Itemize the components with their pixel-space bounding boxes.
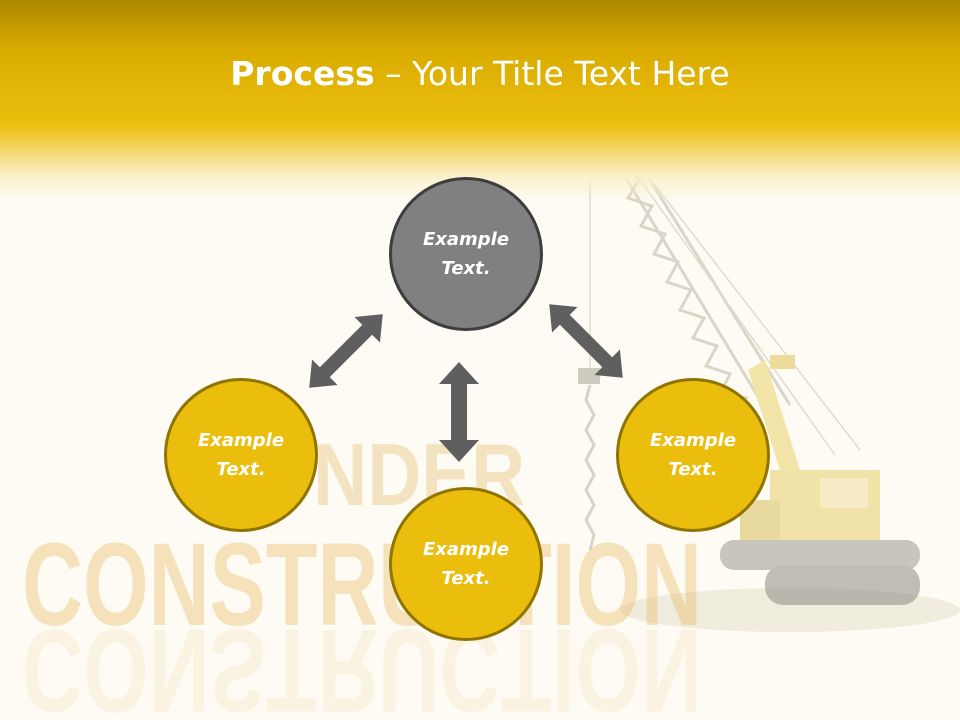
node-bottom: Example Text. <box>389 487 543 641</box>
node-bottom-label: Example Text. <box>422 539 510 589</box>
crane-illustration <box>578 134 920 605</box>
background-text: UNDER CONSTRUCTION <box>22 426 702 651</box>
node-top: Example Text. <box>389 177 543 331</box>
background-word-construction: CONSTRUCTION <box>22 519 702 651</box>
title-band <box>0 0 960 200</box>
background-text-reflection: CONSTRUCTION <box>22 604 702 720</box>
title-bold: Process <box>230 54 375 93</box>
node-top-label: Example Text. <box>422 229 510 279</box>
node-left: Example Text. <box>164 378 318 532</box>
node-left-label: Example Text. <box>197 430 285 480</box>
arrow-top-right <box>549 304 623 378</box>
arrow-top-left <box>309 314 383 388</box>
arrow-top-bottom <box>439 362 479 462</box>
node-right: Example Text. <box>616 378 770 532</box>
svg-text:CONSTRUCTION: CONSTRUCTION <box>22 604 702 720</box>
title-rest: – Your Title Text Here <box>374 54 730 93</box>
node-right-label: Example Text. <box>649 430 737 480</box>
slide-title: Process – Your Title Text Here <box>0 52 960 96</box>
